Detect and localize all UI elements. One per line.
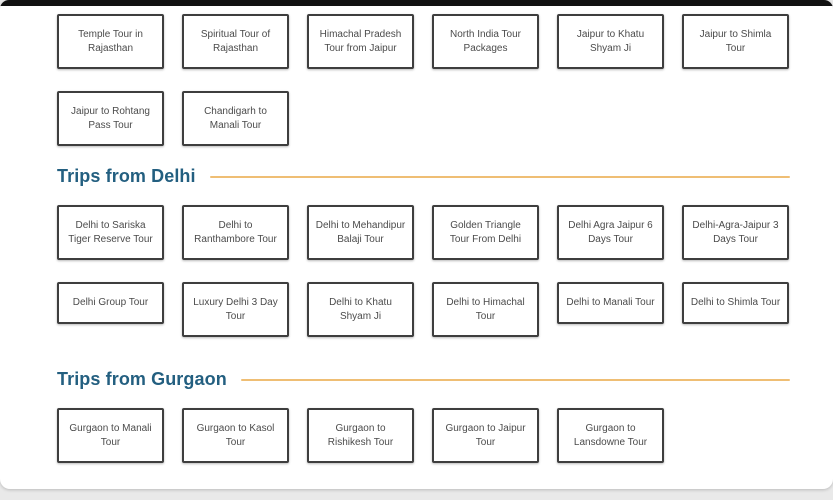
tour-section: Temple Tour in Rajasthan Spiritual Tour … [57,14,790,146]
tour-link[interactable]: Gurgaon to Rishikesh Tour [307,408,414,463]
tour-link[interactable]: Gurgaon to Kasol Tour [182,408,289,463]
tour-link[interactable]: Jaipur to Rohtang Pass Tour [57,91,164,146]
tour-link[interactable]: Golden Triangle Tour From Delhi [432,205,539,260]
section-heading: Trips from Delhi [57,166,196,186]
tour-section: Trips from Delhi Delhi to Sariska Tiger … [57,166,790,337]
section-heading-row: Trips from Gurgaon [57,369,790,390]
tour-link[interactable]: Spiritual Tour of Rajasthan [182,14,289,69]
top-bar [0,0,833,6]
tour-link[interactable]: Luxury Delhi 3 Day Tour [182,282,289,337]
tour-link[interactable]: Chandigarh to Manali Tour [182,91,289,146]
section-heading: Trips from Gurgaon [57,369,227,389]
tour-link[interactable]: Jaipur to Shimla Tour [682,14,789,69]
tour-link[interactable]: Delhi Agra Jaipur 6 Days Tour [557,205,664,260]
tour-link[interactable]: Delhi to Mehandipur Balaji Tour [307,205,414,260]
content-card: Temple Tour in Rajasthan Spiritual Tour … [0,0,833,489]
tour-link[interactable]: Gurgaon to Lansdowne Tour [557,408,664,463]
tour-link[interactable]: Delhi to Shimla Tour [682,282,789,324]
tour-link[interactable]: Gurgaon to Manali Tour [57,408,164,463]
tour-section: Trips from Gurgaon Gurgaon to Manali Tou… [57,369,790,463]
tour-sections: Temple Tour in Rajasthan Spiritual Tour … [0,6,833,463]
tour-link[interactable]: Himachal Pradesh Tour from Jaipur [307,14,414,69]
tour-link[interactable]: Jaipur to Khatu Shyam Ji [557,14,664,69]
tour-link[interactable]: Temple Tour in Rajasthan [57,14,164,69]
tour-link[interactable]: Delhi Group Tour [57,282,164,324]
tour-link[interactable]: Delhi to Khatu Shyam Ji [307,282,414,337]
heading-divider-line [209,175,790,178]
heading-divider-line [240,378,790,381]
section-heading-row: Trips from Delhi [57,166,790,187]
tour-link[interactable]: Gurgaon to Jaipur Tour [432,408,539,463]
tour-link[interactable]: Delhi to Manali Tour [557,282,664,324]
tour-link[interactable]: Delhi-Agra-Jaipur 3 Days Tour [682,205,789,260]
tour-link[interactable]: Delhi to Sariska Tiger Reserve Tour [57,205,164,260]
tour-link-grid: Temple Tour in Rajasthan Spiritual Tour … [57,14,790,146]
tour-link-grid: Delhi to Sariska Tiger Reserve Tour Delh… [57,205,790,337]
tour-link[interactable]: North India Tour Packages [432,14,539,69]
tour-link[interactable]: Delhi to Ranthambore Tour [182,205,289,260]
tour-link-grid: Gurgaon to Manali Tour Gurgaon to Kasol … [57,408,790,463]
tour-link[interactable]: Delhi to Himachal Tour [432,282,539,337]
